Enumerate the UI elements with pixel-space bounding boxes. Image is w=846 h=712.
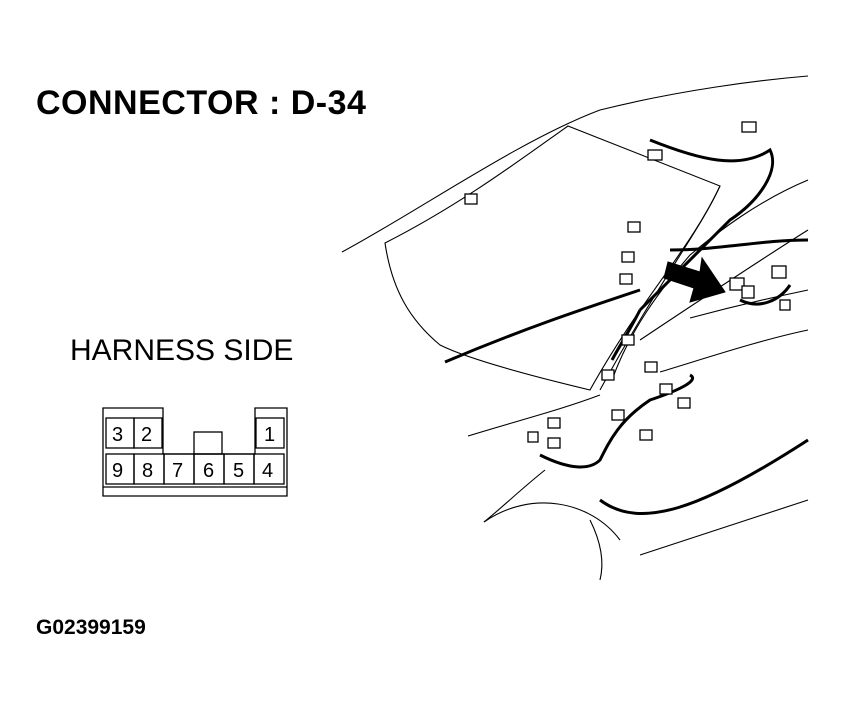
pin-9: 9 <box>112 460 123 482</box>
pin-7: 7 <box>172 460 183 482</box>
wiring-harness <box>444 138 809 515</box>
pin-5: 5 <box>233 460 244 482</box>
connector-shell <box>102 407 288 497</box>
connector-title: CONNECTOR : D-34 <box>36 84 367 122</box>
figure-code: G02399159 <box>36 616 146 639</box>
vehicle-illustration <box>341 75 809 581</box>
pin-8: 8 <box>142 460 153 482</box>
connector-blocks <box>464 121 791 449</box>
pin-3: 3 <box>112 424 123 446</box>
pin-4: 4 <box>262 460 273 482</box>
pin-6: 6 <box>203 460 214 482</box>
pin-2: 2 <box>141 424 152 446</box>
location-arrow <box>663 256 726 303</box>
harness-side-label: HARNESS SIDE <box>70 334 294 367</box>
pin-1: 1 <box>264 424 275 446</box>
